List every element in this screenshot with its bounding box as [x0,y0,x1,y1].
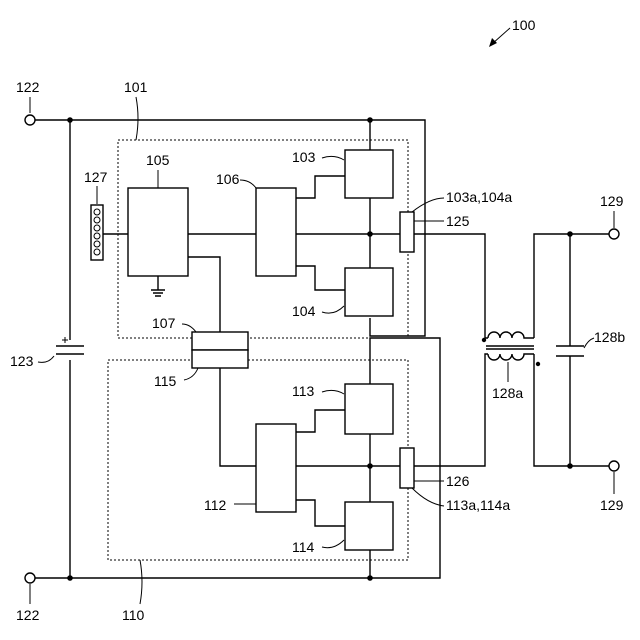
leader-113a114a [412,488,444,506]
isolator-115 [192,350,248,368]
label-107: 107 [152,315,176,331]
label-122-top: 122 [16,79,40,95]
label-110: 110 [122,607,145,623]
block-105 [128,188,188,276]
block-112 [256,424,296,512]
label-122-bottom: 122 [16,607,40,623]
leader-114 [322,540,344,548]
transformer-core [486,346,534,349]
terminal-129-top [609,229,619,239]
block-113 [345,384,393,434]
ground-105 [151,276,165,296]
label-113: 113 [292,383,315,399]
sensor-125 [400,212,414,252]
terminal-122-bottom [25,573,35,583]
wire-115-112 [220,368,256,466]
label-128b: 128b [594,329,625,345]
block-103 [345,150,393,198]
label-101: 101 [124,79,148,95]
leader-104 [322,306,344,313]
label-103a104a: 103a,104a [446,189,512,205]
reference-arrowhead [489,38,497,47]
label-106: 106 [216,171,240,187]
leader-128b [584,338,594,348]
output-top-wire [534,234,610,338]
capacitor-123-polarity [62,337,68,343]
terminal-129-bottom [609,461,619,471]
label-114: 114 [292,539,315,555]
sensor-126 [400,448,414,488]
label-113a114a: 113a,114a [446,497,510,513]
wire-106-104 [296,266,345,290]
label-112: 112 [204,497,227,513]
transformer-secondary [488,354,534,360]
leader-110 [140,560,142,604]
leader-103 [322,156,344,160]
label-129-top: 129 [600,193,624,209]
isolator-107 [192,332,248,350]
transformer-primary [488,332,534,338]
label-103: 103 [292,149,316,165]
wire-105-107 [188,257,220,332]
capacitor-128b [556,346,584,356]
block-106 [256,188,296,276]
label-126: 126 [446,473,470,489]
wire-126-transformer [414,354,488,466]
label-129-bottom: 129 [600,497,624,513]
label-100: 100 [512,17,536,33]
leader-113 [322,390,344,394]
leader-103a104a [412,198,444,212]
block-114 [345,502,393,550]
leader-123 [38,356,54,362]
capacitor-123 [56,346,84,354]
leader-101 [136,97,138,140]
leader-106 [240,180,256,188]
wire-112-114 [296,500,345,526]
label-123: 123 [10,353,34,369]
label-105: 105 [146,152,170,168]
output-bottom-wire [534,354,610,466]
wire-112-113 [296,410,345,432]
leader-115 [184,368,198,380]
label-104: 104 [292,303,316,319]
label-127: 127 [84,169,108,185]
label-115: 115 [154,373,177,389]
terminal-122-top [25,115,35,125]
label-128a: 128a [492,385,523,401]
label-125: 125 [446,213,470,229]
block-104 [345,268,393,316]
leader-107 [182,324,196,332]
wire-106-103 [296,176,345,198]
